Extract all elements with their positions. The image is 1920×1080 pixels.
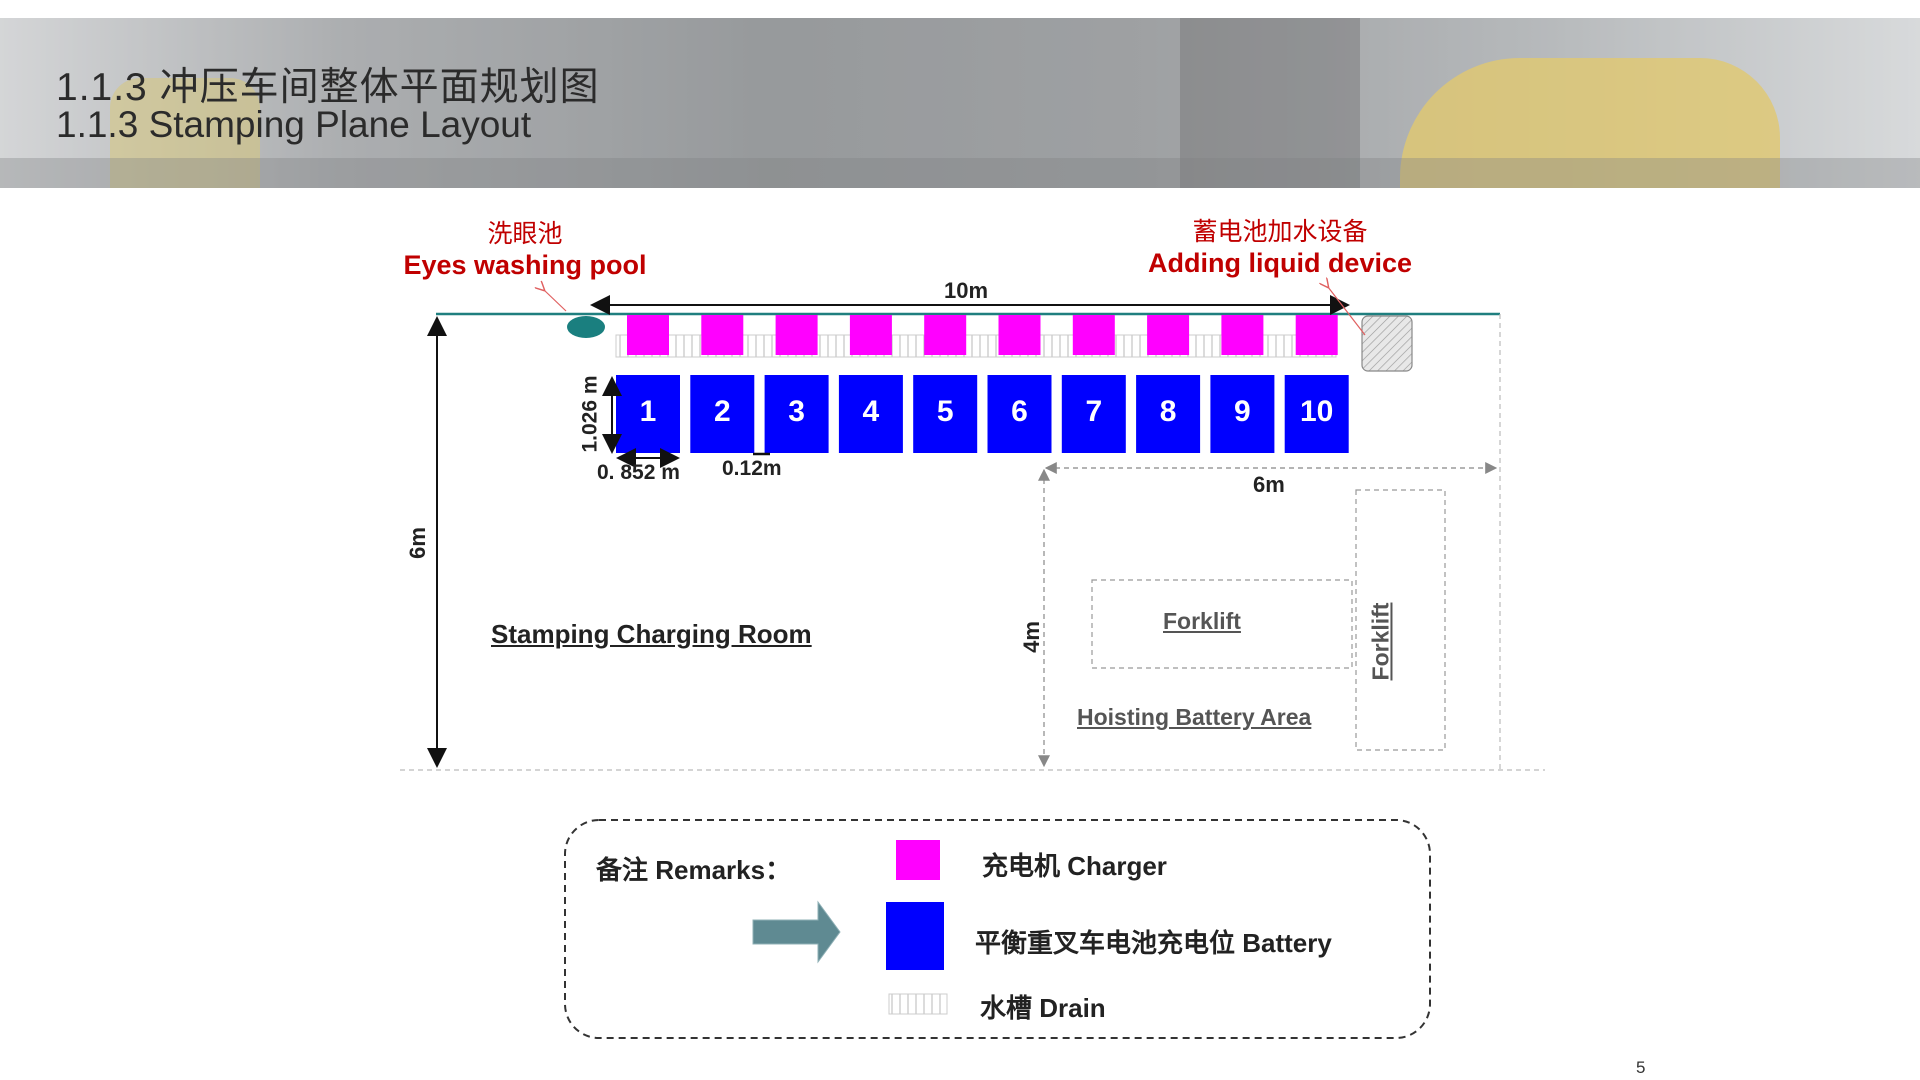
legend-drain-label: 水槽 Drain xyxy=(980,993,1106,1023)
page-number: 5 xyxy=(1636,1058,1646,1077)
battery-slot-8 xyxy=(1136,375,1201,453)
banner-forklift-image-left xyxy=(110,78,260,188)
eye-washing-pool xyxy=(567,316,605,338)
battery-slot-10 xyxy=(1284,375,1349,453)
hoisting-width-label: 6m xyxy=(1253,472,1285,497)
battery-slot-number: 5 xyxy=(936,395,954,428)
battery-slot-number: 3 xyxy=(788,395,805,428)
charger-6 xyxy=(998,315,1041,355)
battery-width-label: 0. 852 m xyxy=(597,461,680,484)
charger-1 xyxy=(627,315,669,355)
header-banner xyxy=(0,18,1920,188)
charger-10 xyxy=(1295,315,1338,355)
battery-slot-number: 10 xyxy=(1300,395,1334,428)
page-title-en: 1.1.3 Stamping Plane Layout xyxy=(56,104,532,145)
charger-2 xyxy=(701,315,744,355)
battery-height-label: 1.026 m xyxy=(578,375,602,453)
hoisting-area-label: Hoisting Battery Area xyxy=(1077,704,1312,730)
charger-7 xyxy=(1072,315,1115,355)
battery-slot-9 xyxy=(1210,375,1275,453)
banner-forklift-image-right xyxy=(1400,58,1780,188)
charger-5 xyxy=(924,315,967,355)
battery-slot-number: 4 xyxy=(862,395,880,428)
battery-slot-4 xyxy=(838,375,903,453)
left-height-label: 6m xyxy=(404,527,430,559)
legend-drain-swatch xyxy=(888,993,948,1015)
forklift-horizontal-zone xyxy=(1091,579,1353,669)
battery-row xyxy=(616,375,1349,453)
battery-slot-3 xyxy=(764,375,829,453)
hoisting-height-label: 4m xyxy=(1018,621,1044,653)
charger-8 xyxy=(1147,315,1190,355)
charger-row xyxy=(627,315,1338,355)
battery-slot-number: 2 xyxy=(713,395,731,428)
charging-room-label: Stamping Charging Room xyxy=(491,619,812,649)
adding-liquid-label-en: Adding liquid device xyxy=(1147,248,1412,278)
charger-9 xyxy=(1221,315,1264,355)
forklift-horizontal-label: Forklift xyxy=(1163,608,1241,634)
forklift-vertical-label: Forklift xyxy=(1367,602,1394,681)
banner-veil xyxy=(0,18,1920,188)
page-title-cn: 1.1.3 冲压车间整体平面规划图 xyxy=(56,66,600,109)
adding-liquid-label-cn: 蓄电池加水设备 xyxy=(1192,218,1368,246)
gap-label: 0.12m xyxy=(722,457,782,480)
legend-battery-swatch xyxy=(886,902,944,970)
battery-slot-5 xyxy=(913,375,978,453)
forklift-vertical-zone xyxy=(1355,489,1446,751)
eye-wash-label-en: Eyes washing pool xyxy=(403,250,647,280)
charger-3 xyxy=(775,315,818,355)
banner-floor xyxy=(0,158,1920,188)
legend-charger-label: 充电机 Charger xyxy=(982,851,1167,881)
legend-box xyxy=(564,819,1431,1039)
battery-slot-7 xyxy=(1061,375,1126,453)
eye-wash-label-cn: 洗眼池 xyxy=(487,220,563,248)
adding-liquid-device xyxy=(1361,315,1413,372)
battery-slot-number: 1 xyxy=(639,395,657,428)
banner-shadow xyxy=(1180,18,1360,188)
legend-battery-label: 平衡重叉车电池充电位 Battery xyxy=(975,928,1332,958)
battery-slot-number: 8 xyxy=(1159,395,1177,428)
legend-charger-swatch xyxy=(896,840,940,880)
battery-slot-1 xyxy=(616,375,680,453)
battery-slot-2 xyxy=(690,375,755,453)
battery-slot-number: 6 xyxy=(1011,395,1028,428)
adding-liquid-pointer xyxy=(1328,287,1366,336)
charger-4 xyxy=(849,315,892,355)
top-width-label: 10m xyxy=(944,278,989,303)
battery-slot-number: 9 xyxy=(1234,395,1251,428)
battery-slot-6 xyxy=(987,375,1052,453)
battery-slot-number: 7 xyxy=(1085,395,1103,428)
legend-title: 备注 Remarks： xyxy=(596,855,792,885)
eye-wash-label: 洗眼池 Eyes washing pool xyxy=(390,214,660,281)
adding-liquid-label: 蓄电池加水设备 Adding liquid device xyxy=(1130,212,1430,279)
eye-wash-pointer xyxy=(544,290,567,312)
legend-arrow-icon xyxy=(752,900,841,964)
